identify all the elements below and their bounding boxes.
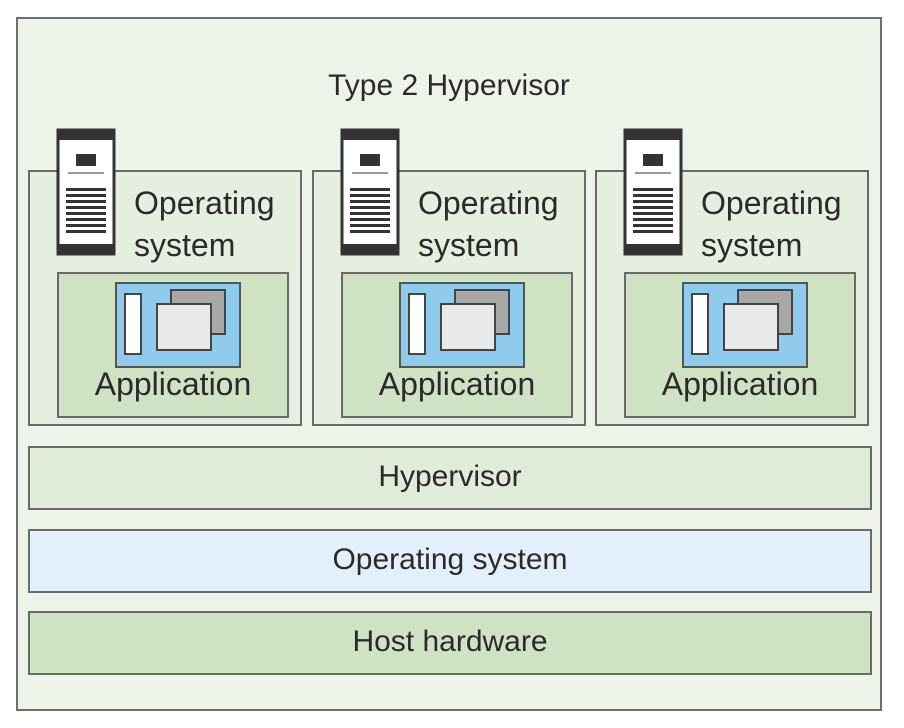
vm-os-label-line1: Operating [701, 185, 842, 221]
application-box: Application [341, 272, 573, 418]
vm-os-label-line1: Operating [418, 185, 559, 221]
hypervisor-layer: Hypervisor [28, 446, 872, 510]
virtual-machine-2: Operating system Application [312, 128, 586, 426]
application-label: Application [94, 366, 252, 402]
host-os-layer: Operating system [28, 529, 872, 593]
application-windows-icon [682, 282, 808, 368]
application-windows-icon [115, 282, 241, 368]
application-box: Application [624, 272, 856, 418]
server-tower-icon [340, 128, 400, 256]
application-label: Application [378, 366, 536, 402]
application-box: Application [57, 272, 289, 418]
vm-os-label-line1: Operating [134, 185, 275, 221]
application-windows-icon [399, 282, 525, 368]
virtual-machine-1: Operating system Application [28, 128, 302, 426]
diagram-title: Type 2 Hypervisor [328, 69, 570, 102]
vm-os-label-line2: system [418, 227, 520, 263]
application-label: Application [661, 366, 819, 402]
vm-os-label-line2: system [134, 227, 236, 263]
vm-os-label: Operating system [701, 182, 842, 266]
server-tower-icon [56, 128, 116, 256]
virtual-machine-3: Operating system Application [595, 128, 869, 426]
vm-os-label: Operating system [418, 182, 559, 266]
host-hardware-layer: Host hardware [28, 611, 872, 675]
server-tower-icon [623, 128, 683, 256]
vm-os-label: Operating system [134, 182, 275, 266]
vm-os-label-line2: system [701, 227, 803, 263]
